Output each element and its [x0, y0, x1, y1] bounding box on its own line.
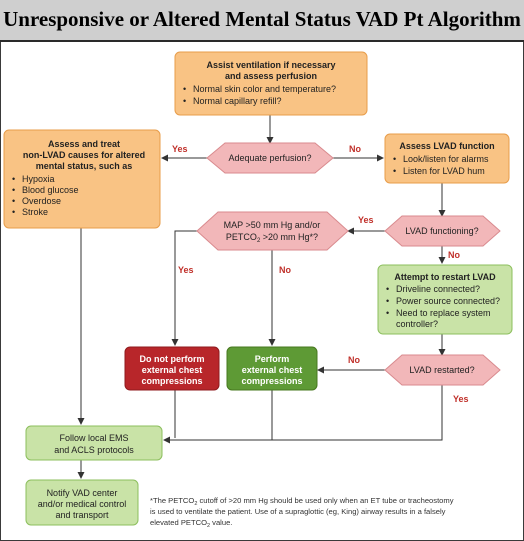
footnote-line2: is used to ventilate the patient. Use of… [150, 507, 446, 516]
assesslvad-line1: Assess LVAD function [399, 141, 494, 151]
restart-b2: Power source connected? [396, 296, 500, 306]
label-no-functioning: No [448, 250, 460, 260]
adequate-label: Adequate perfusion? [228, 153, 311, 163]
page-title: Unresponsive or Altered Mental Status VA… [3, 7, 521, 31]
notify-line2: and/or medical control [38, 499, 127, 509]
label-yes-restarted: Yes [453, 394, 469, 404]
perform-line3: compressions [241, 376, 302, 386]
footnote-line3: elevated PETCO2 value. [150, 518, 232, 529]
nonlvad-bullet4: • [12, 207, 15, 217]
assist-b1: Normal skin color and temperature? [193, 84, 336, 94]
assist-line2: and assess perfusion [225, 71, 317, 81]
edge-map-nocompress [171, 230, 205, 346]
assesslvad-bullet1: • [393, 154, 396, 164]
footnote-line1: *The PETCO2 cutoff of >20 mm Hg should b… [150, 496, 454, 507]
ems-line2: and ACLS protocols [54, 445, 134, 455]
nonlvad-bullet1: • [12, 174, 15, 184]
assist-bullet2: • [183, 96, 186, 106]
edge-restarted-ems [163, 385, 443, 444]
nonlvad-b1: Hypoxia [22, 174, 55, 184]
restart-b1: Driveline connected? [396, 284, 480, 294]
restart-b3: Need to replace system [396, 308, 491, 318]
assist-b2: Normal capillary refill? [193, 96, 282, 106]
assist-ventilation-box: Assist ventilation if necessary and asse… [174, 51, 368, 116]
nonlvad-line1: Assess and treat [48, 139, 120, 149]
functioning-label: LVAD functioning? [405, 226, 478, 236]
lvad-restarted-decision: LVAD restarted? [384, 354, 501, 386]
connectors [77, 115, 446, 479]
ems-line1: Follow local EMS [59, 433, 128, 443]
assist-bullet1: • [183, 84, 186, 94]
nocompress-line2: external chest [142, 365, 203, 375]
nonlvad-b2: Blood glucose [22, 185, 79, 195]
label-no-adequate: No [349, 144, 361, 154]
map-line1: MAP >50 mm Hg and/or [224, 220, 321, 230]
restart-b3b: controller? [396, 319, 438, 329]
nonlvad-b4: Stroke [22, 207, 48, 217]
nonlvad-line3: mental status, such as [36, 161, 133, 171]
assesslvad-b2: Listen for LVAD hum [403, 166, 485, 176]
label-yes-functioning: Yes [358, 215, 374, 225]
footnote: *The PETCO2 cutoff of >20 mm Hg should b… [150, 496, 454, 529]
restarted-label: LVAD restarted? [409, 365, 474, 375]
notify-vad-center-box: Notify VAD center and/or medical control… [25, 479, 139, 526]
restart-bullet2: • [386, 296, 389, 306]
restart-lvad-box: Attempt to restart LVAD • Driveline conn… [377, 264, 513, 335]
notify-line1: Notify VAD center [47, 488, 118, 498]
label-no-map: No [279, 265, 291, 275]
title-bar: Unresponsive or Altered Mental Status VA… [0, 0, 524, 42]
notify-line3: and transport [55, 510, 109, 520]
assess-lvad-box: Assess LVAD function • Look/listen for a… [384, 133, 510, 184]
restart-bullet1: • [386, 284, 389, 294]
nocompress-line1: Do not perform [140, 354, 205, 364]
perform-line2: external chest [242, 365, 303, 375]
perform-line1: Perform [255, 354, 290, 364]
assesslvad-bullet2: • [393, 166, 396, 176]
assist-line1: Assist ventilation if necessary [206, 60, 335, 70]
perform-compressions-box: Perform external chest compressions [226, 346, 318, 391]
nonlvad-bullet3: • [12, 196, 15, 206]
label-yes-adequate: Yes [172, 144, 188, 154]
nonlvad-b3: Overdose [22, 196, 61, 206]
no-compressions-box: Do not perform external chest compressio… [124, 346, 220, 391]
restart-bullet3: • [386, 308, 389, 318]
nonlvad-bullet2: • [12, 185, 15, 195]
nonlvad-line2: non-LVAD causes for altered [23, 150, 145, 160]
map-line2: PETCO2 >20 mm Hg*? [226, 232, 318, 244]
label-no-restarted: No [348, 355, 360, 365]
assesslvad-b1: Look/listen for alarms [403, 154, 489, 164]
restart-line1: Attempt to restart LVAD [394, 272, 496, 282]
adequate-perfusion-decision: Adequate perfusion? [206, 142, 334, 174]
nocompress-line3: compressions [141, 376, 202, 386]
map-petco2-decision: MAP >50 mm Hg and/or PETCO2 >20 mm Hg*? [196, 211, 349, 251]
non-lvad-causes-box: Assess and treat non-LVAD causes for alt… [3, 129, 161, 229]
label-yes-map: Yes [178, 265, 194, 275]
lvad-functioning-decision: LVAD functioning? [384, 215, 501, 247]
ems-acls-box: Follow local EMS and ACLS protocols [25, 425, 163, 461]
